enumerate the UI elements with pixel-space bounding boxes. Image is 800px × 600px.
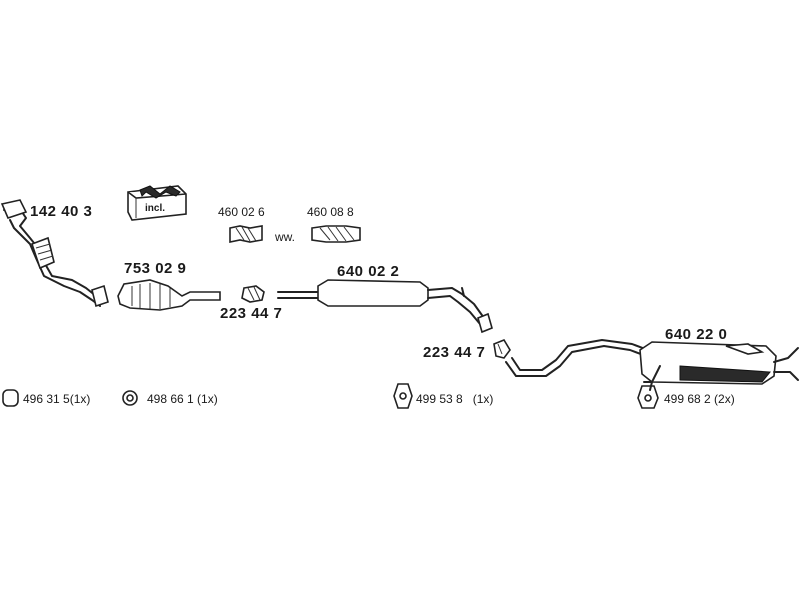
part-label-753029: 753 02 9: [124, 260, 187, 277]
legend-label-496315: 496 31 5(1x): [23, 392, 91, 406]
part-label-460026: 460 02 6: [218, 205, 265, 219]
hanger-499682-icon: [637, 365, 661, 409]
rubber-mount-496315-icon: [2, 389, 19, 407]
clamp-223447-left: [241, 285, 265, 303]
front-pipe-part: [0, 199, 109, 308]
part-label-223447-left: 223 44 7: [220, 305, 283, 322]
part-label-223447-right: 223 44 7: [423, 344, 486, 361]
hanger-499538-icon: [393, 383, 413, 409]
part-label-640022: 640 02 2: [337, 263, 400, 280]
clamp-460026: [229, 225, 263, 243]
clamp-460088: [311, 225, 361, 243]
legend-label-499538: 499 53 8 (1x): [416, 392, 494, 406]
ring-498661-icon: [122, 390, 138, 406]
part-label-142403: 142 40 3: [30, 203, 93, 220]
part-label-640220: 640 22 0: [665, 326, 728, 343]
incl-label: incl.: [145, 203, 166, 214]
catalytic-converter-part: [117, 279, 221, 311]
rear-silencer-part: [505, 339, 799, 385]
middle-silencer-part: [277, 279, 493, 334]
clamp-223447-right: [493, 339, 511, 359]
legend-label-498661: 498 66 1 (1x): [147, 392, 218, 406]
part-label-460088: 460 08 8: [307, 205, 354, 219]
ww-label: ww.: [275, 230, 296, 244]
gasket-kit-box: [127, 185, 187, 221]
legend-label-499682: 499 68 2 (2x): [664, 392, 735, 406]
